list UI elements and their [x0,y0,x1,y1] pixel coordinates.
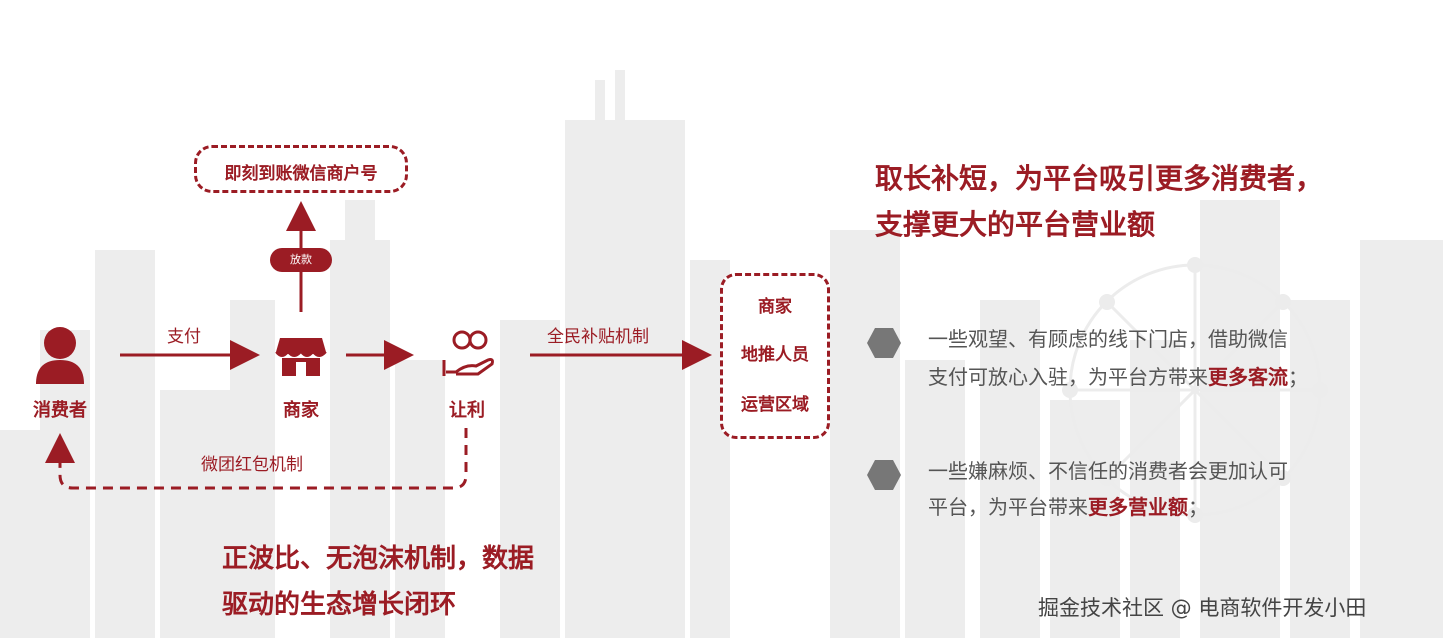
point-1-highlight: 更多客流 [1208,365,1288,389]
payout-pill: 放款 [270,248,332,272]
bottom-title-line-2: 驱动的生态增长闭环 [222,590,457,620]
hexagon-bullet-icon [867,460,901,490]
arrow-red-packet-loop [45,428,468,490]
hexagon-bullet-icon [867,328,901,358]
headline-line-2: 支撑更大的平台营业额 [875,208,1156,241]
point-2-line-1: 一些嫌麻烦、不信任的消费者会更加认可 [928,459,1288,483]
bottom-title-line-1: 正波比、无泡沫机制，数据 [222,544,535,574]
settlement-box-label: 即刻到账微信商户号 [224,164,378,184]
point-1-line-2: 支付可放心入驻，为平台方带来更多客流； [928,365,1308,389]
edge-subsidy-label: 全民补贴机制 [547,327,649,347]
participant-promoter: 地推人员 [741,345,809,365]
store-icon [275,338,327,376]
node-merchant-label: 商家 [283,400,319,421]
headline-line-1: 取长补短，为平台吸引更多消费者， [875,162,1324,195]
point-2-line-2: 平台，为平台带来更多营业额； [928,495,1208,519]
participant-region: 运营区域 [741,395,809,415]
settlement-box: 即刻到账微信商户号 [194,145,408,193]
node-concession-label: 让利 [449,400,485,421]
node-consumer-label: 消费者 [33,400,87,421]
edge-red-packet-label: 微团红包机制 [201,455,303,475]
person-icon [36,327,84,384]
edge-pay-label: 支付 [167,327,201,347]
participants-box: 商家 地推人员 运营区域 [720,273,830,439]
point-1-line-1: 一些观望、有顾虑的线下门店，借助微信 [928,327,1288,351]
watermark: 掘金技术社区 @ 电商软件开发小田 [1038,596,1367,620]
point-2-highlight: 更多营业额 [1088,495,1188,519]
hand-coins-icon [442,330,494,376]
participant-merchant: 商家 [758,297,792,317]
